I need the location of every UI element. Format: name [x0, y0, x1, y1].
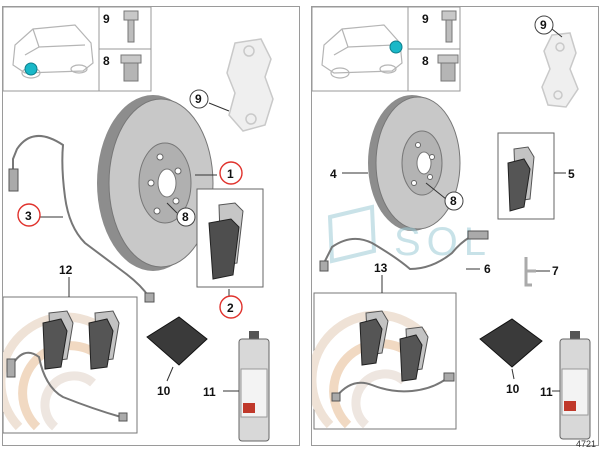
left-diagram-panel: 9 8	[0, 6, 300, 446]
logo-swirl-icon	[0, 312, 117, 431]
callout-12: 12	[59, 263, 73, 277]
sensor-connector-icon	[144, 292, 155, 303]
callout-6: 6	[484, 262, 491, 276]
kit-wear-sensor-icon	[443, 372, 455, 382]
anti-squeal-paste-icon	[146, 316, 208, 366]
watermark-text: SOL	[394, 220, 492, 264]
callout-9-circle	[534, 15, 554, 35]
wear-sensor-icon	[8, 168, 19, 192]
location-marker-icon	[24, 62, 38, 76]
callout-8: 8	[450, 194, 457, 208]
label-9-box: 9	[103, 12, 110, 26]
label-9-box: 9	[422, 12, 429, 26]
kit-wear-sensor-icon	[6, 358, 16, 378]
plug-screw-icon	[120, 54, 142, 82]
logo-swirl-icon	[307, 310, 428, 429]
location-marker-icon	[389, 40, 403, 54]
leader-lines	[37, 102, 239, 392]
kit-brake-pad-icon	[359, 310, 429, 382]
leader-lines	[342, 28, 566, 392]
spray-can-icon	[559, 331, 591, 440]
car-location-box	[2, 6, 100, 92]
brake-disc-icon	[368, 95, 461, 231]
caliper-carrier-icon	[226, 38, 274, 132]
caliper-carrier-icon	[541, 32, 579, 108]
label-8-box: 8	[103, 54, 110, 68]
callout-5: 5	[568, 167, 575, 181]
wear-sensor-cable	[12, 135, 150, 298]
right-diagram-panel: 9 8	[307, 6, 599, 446]
callout-3-circle	[17, 203, 41, 227]
brake-pad-icon	[208, 202, 244, 280]
callout-13: 13	[374, 261, 388, 275]
brake-pad-icon	[507, 146, 535, 212]
plug-screw-icon	[437, 54, 459, 82]
callout-2-circle	[219, 295, 243, 319]
callout-9: 9	[540, 18, 547, 32]
callout-3: 3	[25, 209, 32, 223]
callout-9: 9	[195, 92, 202, 106]
bolt-icon	[441, 10, 457, 43]
callout-11: 11	[203, 385, 216, 399]
callout-4: 4	[330, 167, 337, 181]
anti-squeal-paste-icon	[479, 318, 543, 368]
kit-connector-icon	[331, 392, 341, 402]
callout-8: 8	[182, 210, 189, 224]
callout-9-circle	[189, 89, 209, 109]
kit-brake-pad-icon	[42, 310, 120, 370]
sensor-connector-icon	[319, 260, 329, 272]
callout-1-circle	[219, 161, 243, 185]
document-number: 4721	[575, 439, 596, 449]
spray-can-icon	[238, 331, 270, 442]
callout-11: 11	[540, 385, 553, 399]
sensor-clip-icon	[524, 257, 536, 287]
kit-wear-sensor-cable	[335, 378, 447, 398]
right-diagram: 9 8	[307, 6, 591, 440]
callout-10: 10	[157, 384, 171, 398]
wear-sensor-icon	[467, 230, 489, 240]
brake-disc-icon	[97, 95, 214, 271]
left-diagram: 9 8	[0, 6, 274, 442]
kit-connector-icon	[118, 412, 128, 422]
wear-sensor-cable	[323, 236, 471, 271]
callout-8-circle	[176, 207, 196, 227]
callout-7: 7	[552, 264, 559, 278]
callout-2: 2	[227, 301, 234, 315]
kit-wear-sensor-cable	[10, 351, 122, 418]
callout-1: 1	[227, 167, 234, 181]
label-8-box: 8	[422, 54, 429, 68]
callout-8-circle	[444, 191, 464, 211]
callout-10: 10	[506, 382, 520, 396]
bolt-icon	[123, 10, 139, 43]
